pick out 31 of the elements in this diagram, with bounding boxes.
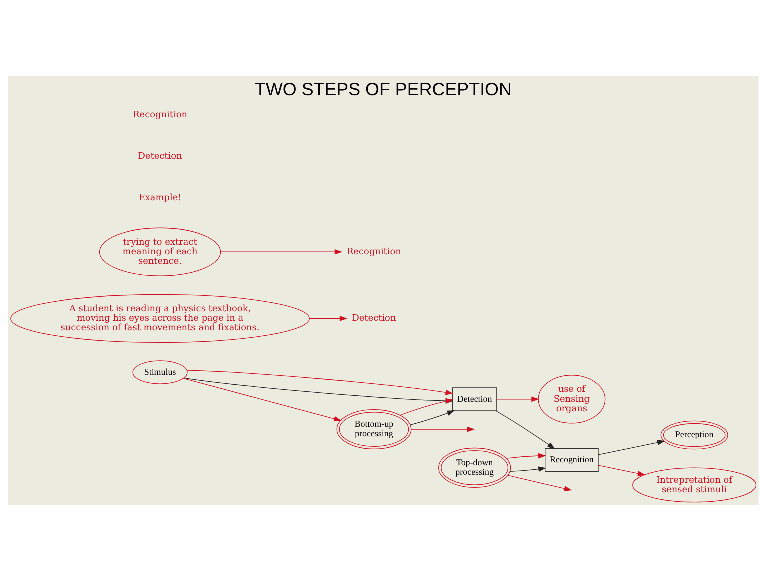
node-ellipse: use of Sensing organs [538, 375, 606, 424]
arrow [506, 453, 546, 459]
node-ellipse: Top-down processing [438, 448, 512, 488]
node-ellipse: Bottom-up processing [336, 410, 412, 450]
arrow [598, 465, 646, 476]
arrow [183, 378, 342, 422]
arrow [220, 249, 343, 255]
arrow [309, 316, 348, 322]
node-ellipse: Stimulus [132, 360, 188, 384]
arrow [186, 370, 454, 396]
label: Detection [138, 152, 182, 162]
arrow [410, 410, 456, 426]
arrow [496, 410, 556, 450]
node-box: Detection [452, 388, 498, 412]
node-box: Recognition [545, 448, 599, 472]
node-ellipse: trying to extract meaning of each sentence. [99, 228, 222, 276]
label: Example! [138, 194, 182, 204]
node-ellipse: Intrepretation of sensed stimuli [632, 468, 757, 503]
arrow [598, 440, 666, 456]
arrow [496, 396, 540, 402]
arrow [184, 378, 454, 404]
arrow [510, 466, 546, 472]
diagram-title: TWO STEPS OF PERCEPTION [255, 79, 512, 100]
label: Recognition [133, 110, 188, 120]
node-text: Detection [352, 314, 396, 324]
arrow [410, 426, 476, 432]
node-ellipse: A student is reading a physics textbook, moving his eyes across the page in a succession of fast movements and fixations. [10, 294, 310, 344]
arrow [508, 475, 572, 492]
arrow [400, 398, 454, 416]
node-ellipse: Perception [660, 420, 728, 450]
node-text: Recognition [347, 247, 402, 258]
